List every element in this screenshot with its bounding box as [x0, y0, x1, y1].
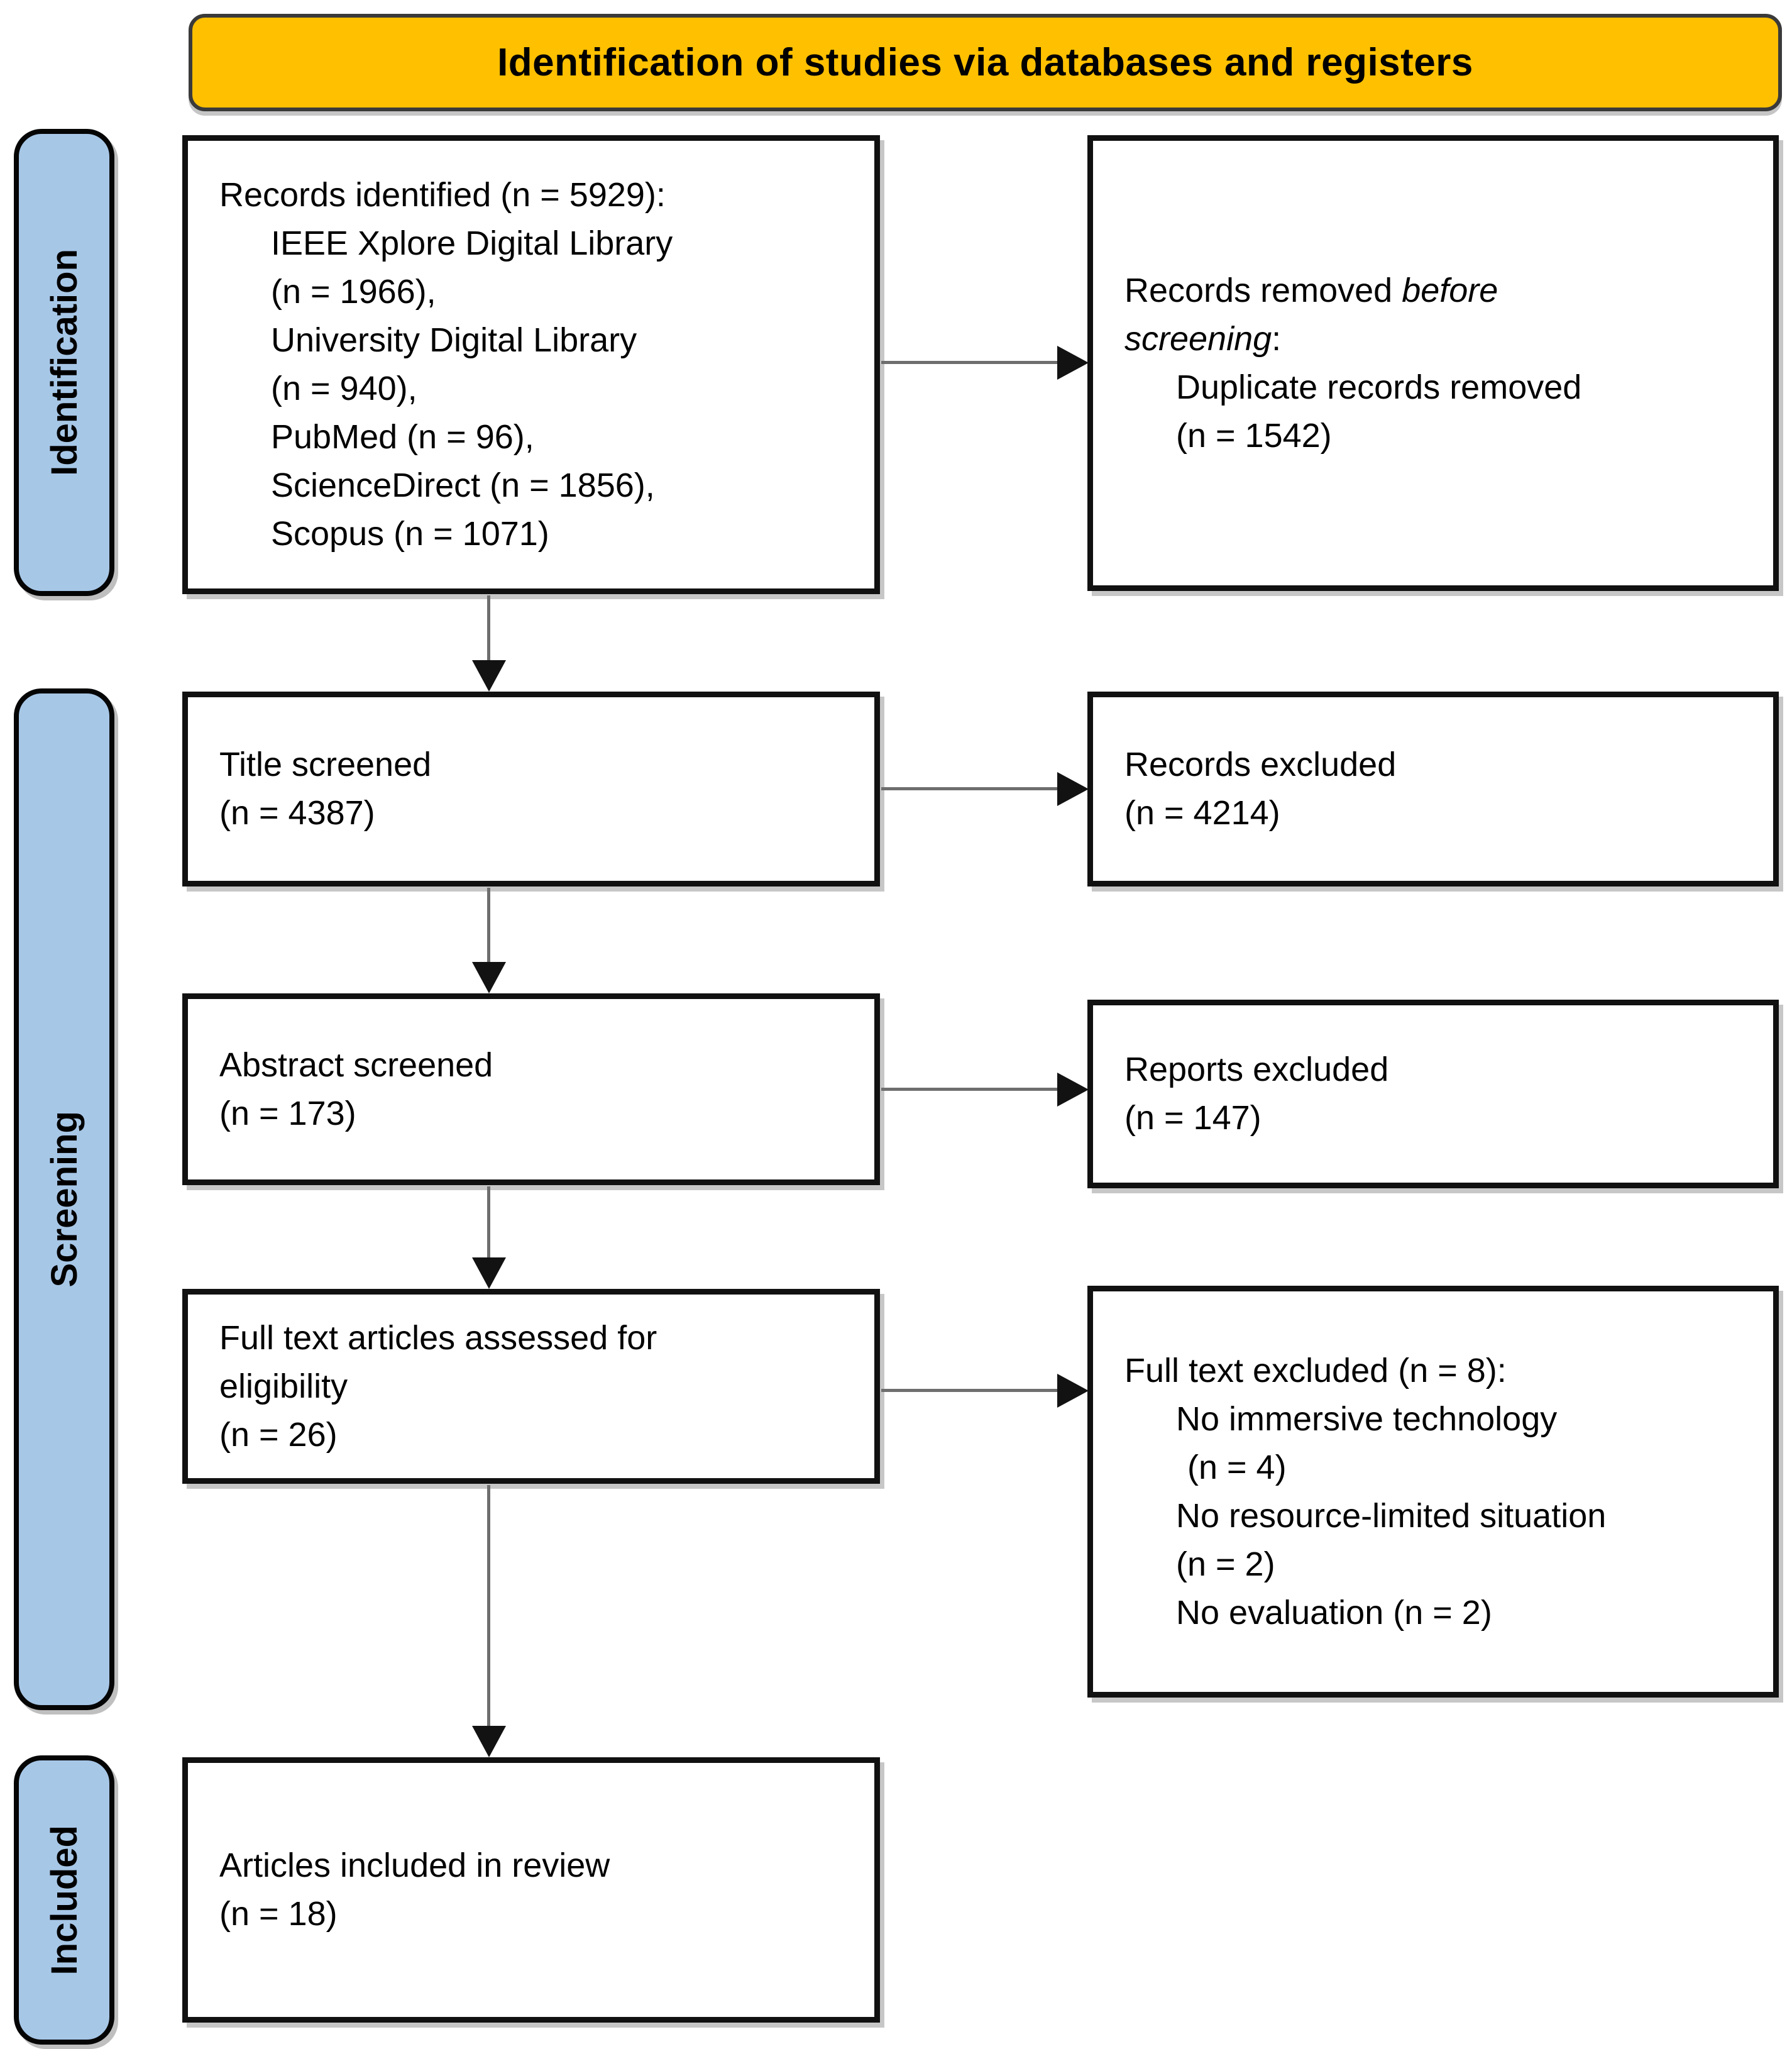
- records-removed-line1-normal: Records removed: [1124, 271, 1402, 309]
- arrow-right-icon: [1057, 346, 1089, 380]
- reports-excluded-count: (n = 147): [1124, 1099, 1262, 1137]
- arrow-fulltext-to-included-line: [487, 1485, 490, 1726]
- stage-identification: Identification: [14, 129, 114, 596]
- records-removed-detail: Duplicate records removed: [1176, 368, 1582, 406]
- full-text-excluded-count: (n = 2): [1176, 1545, 1275, 1583]
- arrow-abstract-to-fulltext-line: [487, 1186, 490, 1257]
- title-screened-count: (n = 4387): [219, 794, 375, 832]
- arrow-down-icon: [472, 962, 506, 993]
- stage-identification-label: Identification: [43, 249, 85, 476]
- records-removed-line1: Records removed before: [1124, 267, 1754, 315]
- abstract-screened-label: Abstract screened: [219, 1046, 493, 1084]
- records-excluded-label: Records excluded: [1124, 746, 1397, 783]
- stage-included-label: Included: [43, 1825, 85, 1975]
- arrow-fulltext-to-excluded-line: [881, 1389, 1057, 1392]
- records-identified-source: University Digital Library: [271, 321, 637, 359]
- box-title-screened: Title screened (n = 4387): [182, 692, 880, 886]
- records-identified-source: (n = 1966),: [271, 273, 436, 311]
- records-identified-source: IEEE Xplore Digital Library: [271, 224, 673, 262]
- records-identified-source: (n = 940),: [271, 370, 417, 407]
- arrow-identified-to-title-line: [487, 595, 490, 660]
- records-removed-count: (n = 1542): [1176, 416, 1332, 455]
- records-removed-line2: screening:: [1124, 315, 1754, 363]
- records-identified-title: Records identified (n = 5929):: [219, 176, 666, 214]
- arrow-down-icon: [472, 1257, 506, 1289]
- records-removed-line1-italic: before: [1402, 271, 1498, 309]
- stage-screening: Screening: [14, 688, 114, 1710]
- box-records-removed: Records removed before screening: Duplic…: [1087, 135, 1779, 591]
- records-excluded-count: (n = 4214): [1124, 794, 1280, 832]
- arrow-right-icon: [1057, 1073, 1089, 1107]
- full-text-excluded-reason: No resource-limited situation: [1176, 1496, 1607, 1535]
- arrow-down-icon: [472, 1726, 506, 1757]
- articles-included-count: (n = 18): [219, 1895, 338, 1933]
- articles-included-label: Articles included in review: [219, 1847, 610, 1884]
- full-text-assessed-label: Full text articles assessed for: [219, 1318, 657, 1357]
- box-records-identified: Records identified (n = 5929): IEEE Xplo…: [182, 135, 880, 594]
- arrow-down-icon: [472, 660, 506, 692]
- records-identified-source: ScienceDirect (n = 1856),: [271, 467, 655, 504]
- full-text-assessed-label2: eligibility: [219, 1367, 348, 1405]
- title-screened-label: Title screened: [219, 746, 432, 783]
- box-records-excluded: Records excluded (n = 4214): [1087, 692, 1779, 886]
- records-removed-line2-italic: screening: [1124, 319, 1272, 358]
- box-reports-excluded: Reports excluded (n = 147): [1087, 1000, 1779, 1188]
- box-full-text-excluded: Full text excluded (n = 8): No immersive…: [1087, 1286, 1779, 1698]
- full-text-assessed-count: (n = 26): [219, 1415, 338, 1454]
- full-text-excluded-title: Full text excluded (n = 8):: [1124, 1351, 1507, 1389]
- banner-title: Identification of studies via databases …: [497, 41, 1473, 84]
- arrow-title-to-excluded-line: [881, 787, 1057, 790]
- stage-included: Included: [14, 1755, 114, 2045]
- box-full-text-assessed: Full text articles assessed for eligibil…: [182, 1289, 880, 1484]
- abstract-screened-count: (n = 173): [219, 1094, 356, 1132]
- arrow-right-icon: [1057, 772, 1089, 806]
- arrow-title-to-abstract-line: [487, 888, 490, 962]
- box-articles-included: Articles included in review (n = 18): [182, 1757, 880, 2023]
- records-identified-source: PubMed (n = 96),: [271, 418, 534, 456]
- arrow-right-icon: [1057, 1374, 1089, 1408]
- stage-screening-label: Screening: [43, 1111, 85, 1288]
- reports-excluded-label: Reports excluded: [1124, 1051, 1389, 1088]
- full-text-excluded-count: (n = 4): [1187, 1448, 1287, 1486]
- box-abstract-screened: Abstract screened (n = 173): [182, 993, 880, 1185]
- banner: Identification of studies via databases …: [189, 14, 1782, 111]
- records-identified-source: Scopus (n = 1071): [271, 515, 549, 553]
- full-text-excluded-reason: No evaluation (n = 2): [1176, 1593, 1492, 1632]
- records-removed-line2-normal: :: [1272, 319, 1282, 358]
- arrow-abstract-to-reports-line: [881, 1088, 1057, 1091]
- arrow-identified-to-removed-line: [881, 361, 1057, 364]
- full-text-excluded-reason: No immersive technology: [1176, 1400, 1558, 1438]
